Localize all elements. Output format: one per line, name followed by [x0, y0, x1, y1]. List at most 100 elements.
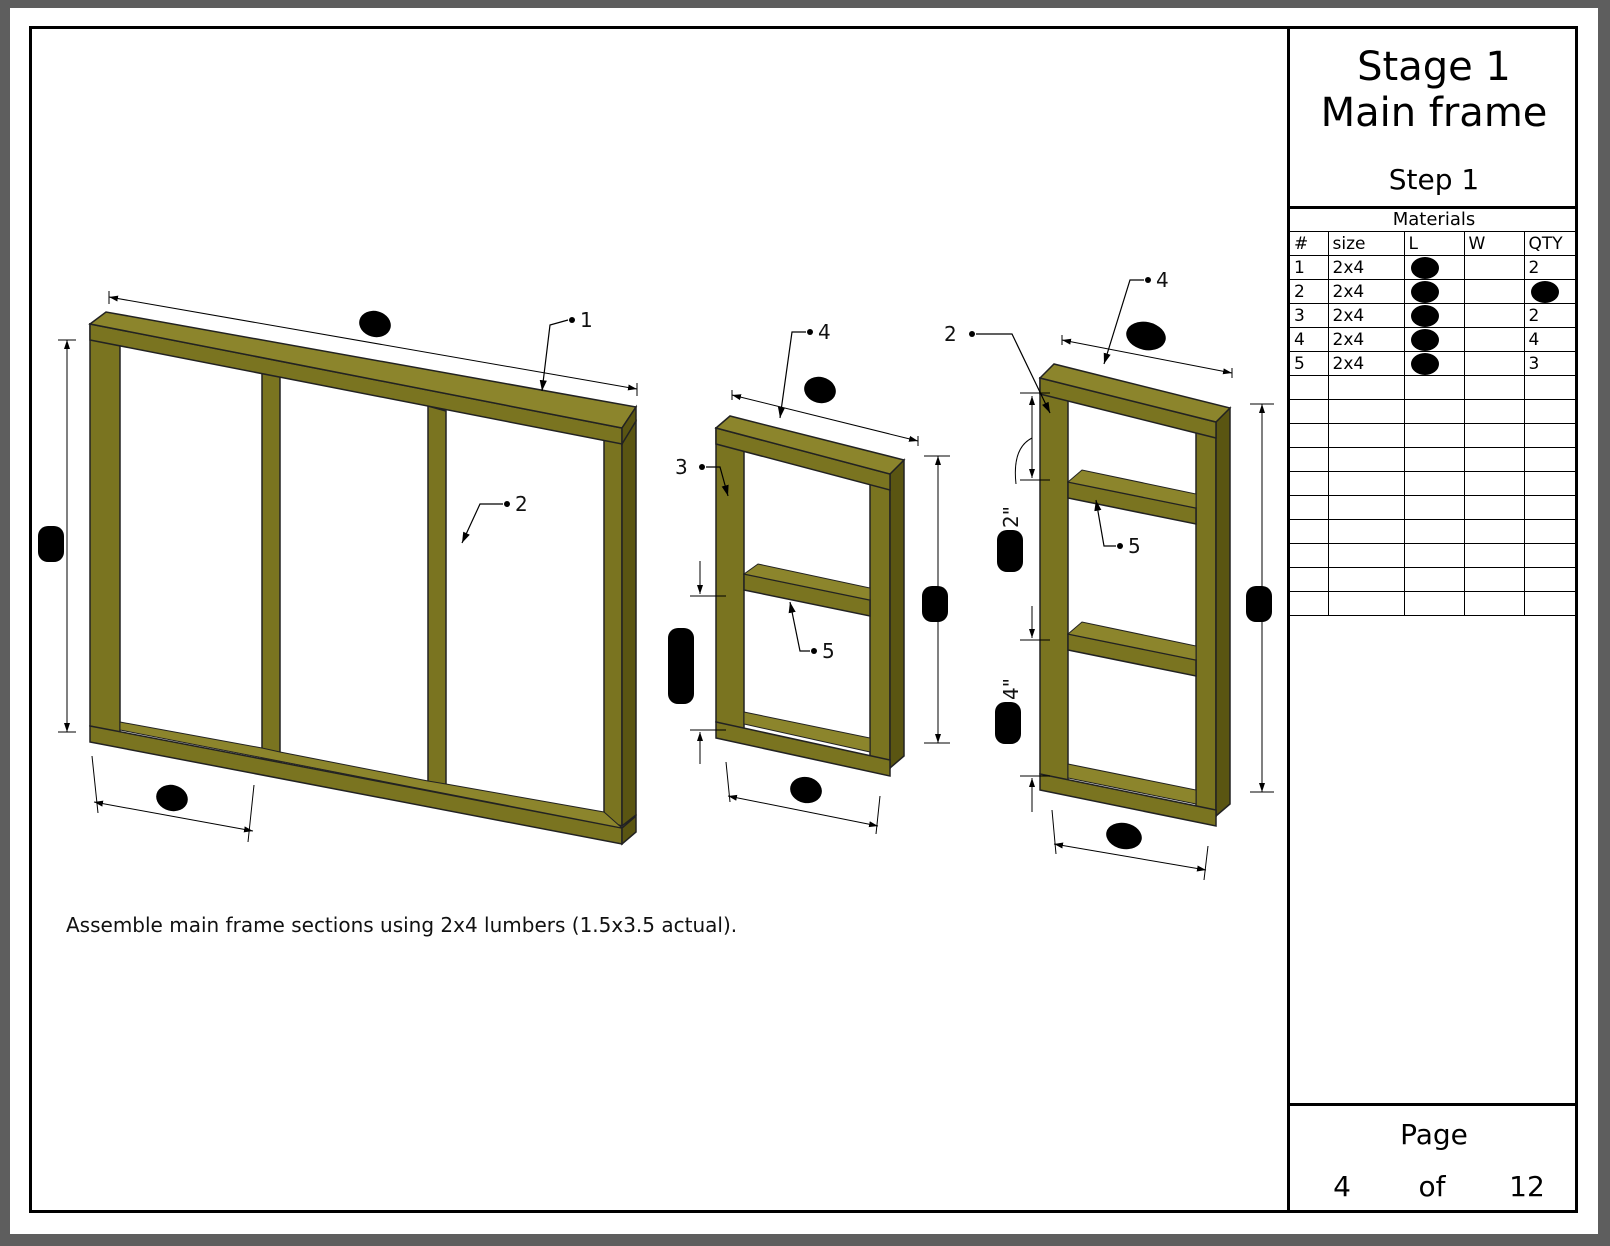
empty-cell — [1327, 543, 1405, 568]
material-qty — [1523, 279, 1578, 304]
empty-cell — [1523, 375, 1578, 400]
empty-table-row — [1290, 567, 1578, 592]
large-frame-callouts: 1 2 — [461, 308, 593, 544]
empty-cell — [1523, 591, 1578, 616]
step-label: Step 1 — [1388, 163, 1480, 196]
material-length — [1403, 327, 1465, 352]
empty-cell — [1403, 375, 1465, 400]
middle-frame-callouts: 4 3 5 — [675, 320, 835, 663]
materials-title: Materials — [1392, 209, 1476, 230]
material-size: 2x4 — [1327, 351, 1405, 376]
empty-cell — [1523, 567, 1578, 592]
callout-2: 2 — [515, 492, 528, 516]
empty-cell — [1523, 495, 1578, 520]
empty-cell — [1403, 471, 1465, 496]
column-header-size: size — [1327, 231, 1405, 256]
material-number: 5 — [1290, 351, 1329, 376]
redaction-mark — [668, 628, 694, 704]
empty-cell — [1290, 567, 1329, 592]
empty-cell — [1463, 471, 1525, 496]
sheet-subtitle: Main frame — [1320, 90, 1548, 136]
empty-cell — [1290, 519, 1329, 544]
materials-header-row: # size L W QTY — [1290, 231, 1578, 256]
redaction-mark — [38, 526, 64, 562]
large-frame-stud-3 — [427, 405, 447, 799]
callout-4: 4 — [818, 320, 831, 344]
assembly-drawing: 1 2 — [38, 268, 1274, 881]
empty-table-row — [1290, 543, 1578, 568]
empty-cell — [1327, 591, 1405, 616]
empty-table-row — [1290, 423, 1578, 448]
material-number: 2 — [1290, 279, 1329, 304]
column-header-qty: QTY — [1523, 231, 1578, 256]
empty-cell — [1290, 591, 1329, 616]
material-width — [1463, 303, 1525, 328]
empty-cell — [1327, 567, 1405, 592]
callout-1: 1 — [580, 308, 593, 332]
right-frame-callouts: 4 2 5 — [944, 268, 1169, 558]
empty-cell — [1523, 519, 1578, 544]
redaction-mark — [1246, 586, 1272, 622]
redaction-mark — [1410, 256, 1439, 279]
material-length — [1403, 351, 1465, 376]
material-qty: 2 — [1523, 255, 1578, 280]
empty-cell — [1327, 375, 1405, 400]
page-current: 4 — [1333, 1170, 1351, 1203]
dimension-fragment-top: 2" — [999, 506, 1023, 528]
material-number: 3 — [1290, 303, 1329, 328]
empty-cell — [1463, 447, 1525, 472]
page-label: Page — [1400, 1118, 1468, 1151]
empty-cell — [1403, 591, 1465, 616]
middle-wall-frame — [714, 415, 906, 777]
empty-cell — [1403, 567, 1465, 592]
empty-cell — [1327, 471, 1405, 496]
redaction-mark — [922, 586, 948, 622]
empty-cell — [1403, 423, 1465, 448]
empty-table-row — [1290, 375, 1578, 400]
empty-cell — [1327, 519, 1405, 544]
material-size: 2x4 — [1327, 279, 1405, 304]
callout-5: 5 — [1128, 534, 1141, 558]
middle-frame-right-stud — [869, 467, 891, 769]
empty-cell — [1463, 399, 1525, 424]
material-length — [1403, 279, 1465, 304]
redaction-mark — [1126, 321, 1166, 351]
middle-frame-bottom-plate — [715, 721, 891, 777]
empty-cell — [1463, 567, 1525, 592]
title-block: Stage 1 Main frame Step 1 Materials # si… — [1287, 26, 1578, 1213]
material-width — [1463, 351, 1525, 376]
empty-cell — [1463, 375, 1525, 400]
right-frame-dimensions: 2" 4" — [995, 321, 1274, 881]
empty-cell — [1403, 495, 1465, 520]
material-width — [1463, 327, 1525, 352]
redaction-mark — [1410, 304, 1439, 327]
material-qty: 2 — [1523, 303, 1578, 328]
empty-table-row — [1290, 519, 1578, 544]
material-length — [1403, 303, 1465, 328]
callout-3: 3 — [675, 455, 688, 479]
empty-cell — [1463, 519, 1525, 544]
empty-cell — [1523, 471, 1578, 496]
large-frame-stud-2 — [261, 367, 281, 769]
column-header-number: # — [1290, 231, 1329, 256]
empty-cell — [1327, 423, 1405, 448]
callout-5: 5 — [822, 639, 835, 663]
redaction-mark — [1410, 352, 1439, 375]
empty-cell — [1463, 495, 1525, 520]
empty-cell — [1290, 543, 1329, 568]
empty-cell — [1327, 495, 1405, 520]
instructions-text: Assemble main frame sections using 2x4 l… — [66, 913, 738, 937]
material-size: 2x4 — [1327, 327, 1405, 352]
empty-cell — [1463, 423, 1525, 448]
page-total: 12 — [1509, 1170, 1545, 1203]
redaction-mark — [359, 310, 391, 338]
material-size: 2x4 — [1327, 303, 1405, 328]
right-wall-frame — [1038, 363, 1232, 827]
right-frame-right-stud — [1195, 415, 1217, 817]
material-length — [1403, 255, 1465, 280]
empty-cell — [1523, 423, 1578, 448]
